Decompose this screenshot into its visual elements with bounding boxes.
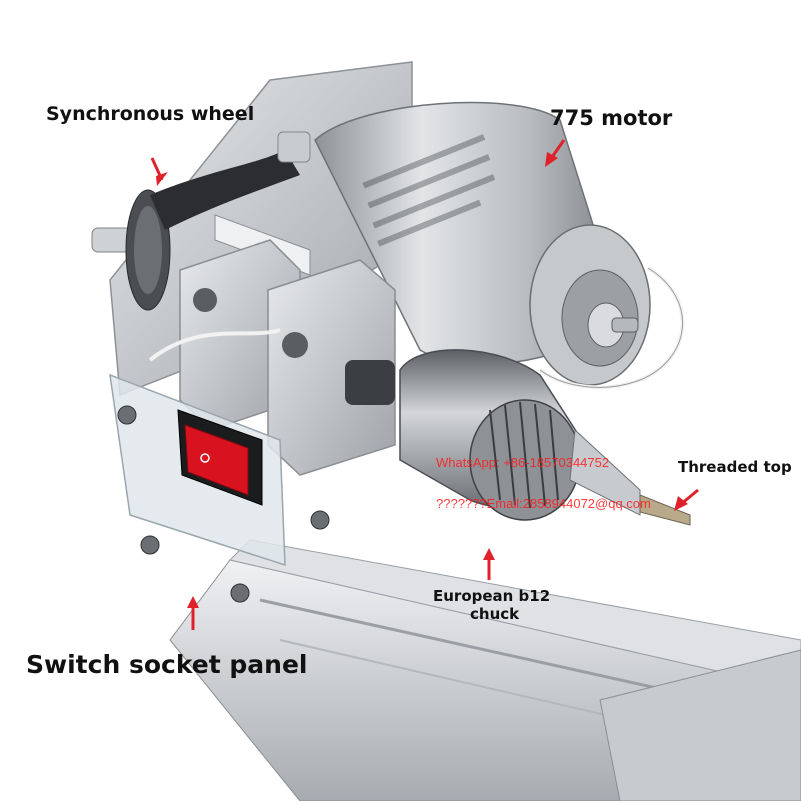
- spindle-bearing-blocks: [148, 214, 396, 476]
- label-chuck-line1: European b12: [433, 587, 551, 605]
- synchronous-wheel: [91, 131, 311, 311]
- arrow-threaded-top: [674, 488, 699, 511]
- arrow-chuck: [483, 548, 495, 580]
- label-synchronous-wheel: Synchronous wheel: [46, 103, 255, 125]
- label-threaded-top: Threaded top: [678, 458, 792, 476]
- watermark-email: ???????Email:2858944072@qq.com: [436, 496, 651, 511]
- arrow-synchronous-wheel: [150, 157, 168, 186]
- arrow-775-motor: [545, 139, 566, 167]
- 775-motor: [314, 101, 685, 390]
- arrow-switch-panel: [187, 596, 199, 630]
- b12-chuck: [345, 349, 691, 526]
- switch-socket-panel: [109, 373, 330, 603]
- label-chuck-line2: chuck: [470, 605, 520, 623]
- label-switch-socket-panel: Switch socket panel: [26, 650, 308, 679]
- label-775-motor: 775 motor: [550, 106, 673, 130]
- watermark-whatsapp: WhatsApp: +86-18570344752: [436, 455, 610, 470]
- aluminum-bed-rail: [169, 539, 801, 802]
